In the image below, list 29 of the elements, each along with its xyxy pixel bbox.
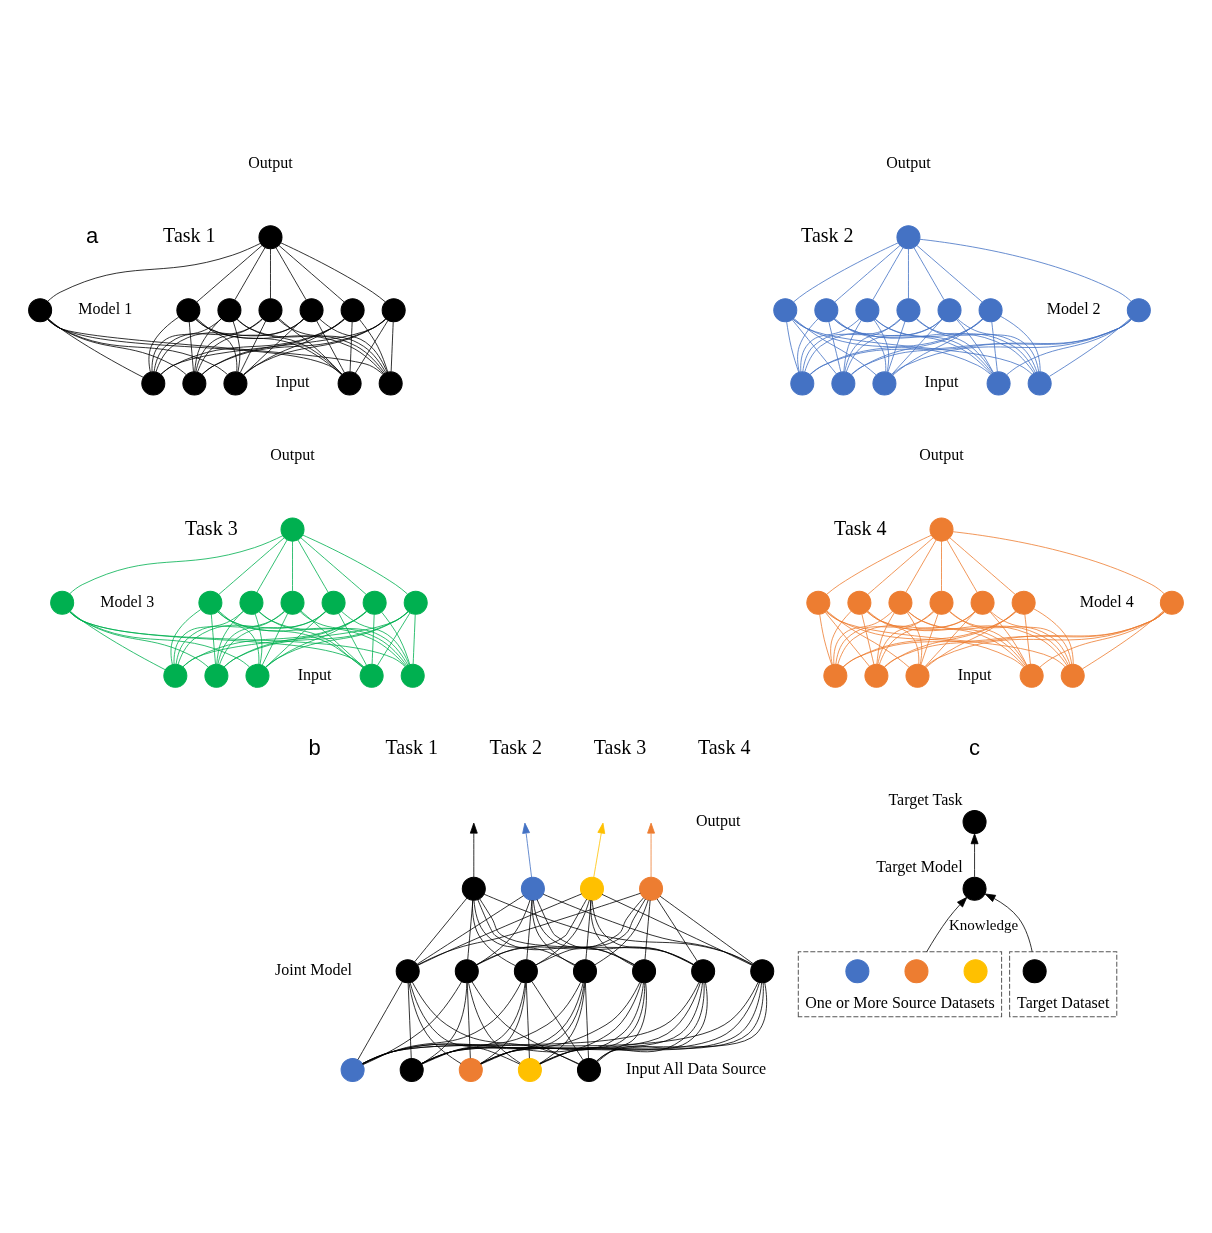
label: Task 2 xyxy=(801,223,854,246)
label: Model 4 xyxy=(1079,592,1134,610)
label: Model 1 xyxy=(78,299,133,317)
label: Model 2 xyxy=(1046,299,1101,317)
label: Task 4 xyxy=(697,735,751,758)
label: Task 3 xyxy=(185,516,238,539)
label: b xyxy=(308,734,321,760)
label: Task 3 xyxy=(593,735,647,758)
label: Task 4 xyxy=(834,516,887,539)
label: Input xyxy=(924,372,959,390)
label: Input All Data Source xyxy=(626,1059,767,1077)
label: Output xyxy=(919,445,964,463)
node-label: Target Task xyxy=(888,790,963,808)
node-label: Target Model xyxy=(876,857,963,875)
label: Task 1 xyxy=(385,735,438,758)
edge-label: Knowledge xyxy=(948,916,1019,933)
label: c xyxy=(969,734,981,760)
label: Output xyxy=(886,153,931,171)
label: Input xyxy=(275,372,310,390)
label: a xyxy=(86,222,99,248)
label: Joint Model xyxy=(275,960,353,978)
label: Output xyxy=(695,811,741,829)
label: Task 2 xyxy=(489,735,543,758)
label: Output xyxy=(270,445,315,463)
label: Input xyxy=(297,665,332,683)
label: Model 3 xyxy=(100,592,155,610)
label: Output xyxy=(248,153,293,171)
label: Task 1 xyxy=(163,223,216,246)
label: Input xyxy=(957,665,992,683)
